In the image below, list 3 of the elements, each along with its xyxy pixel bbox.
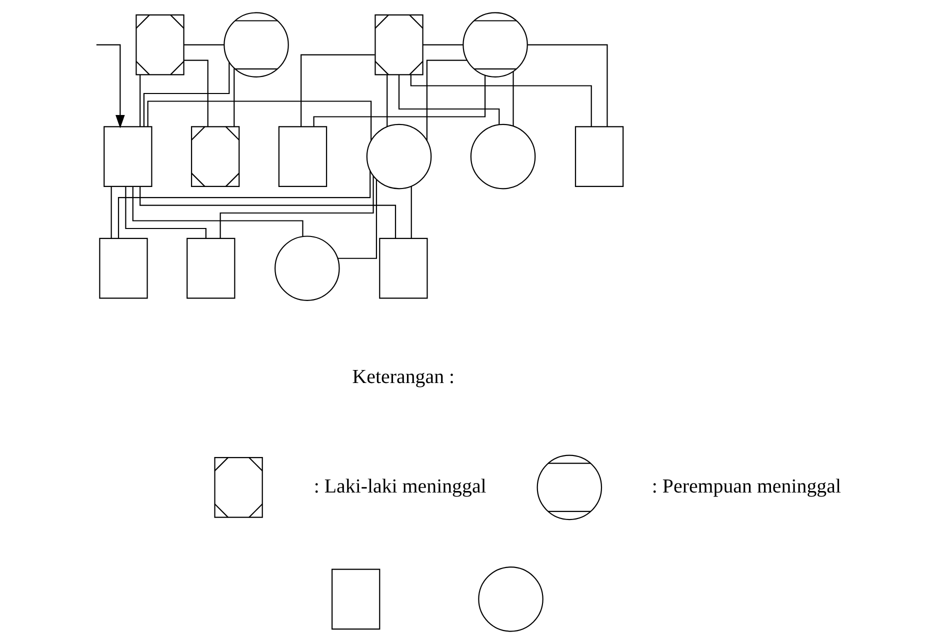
legend-label: : Laki-laki meninggal [313, 475, 486, 498]
label: Keterangan : [352, 366, 454, 388]
legend-label: : Perempuan meninggal [651, 475, 840, 498]
